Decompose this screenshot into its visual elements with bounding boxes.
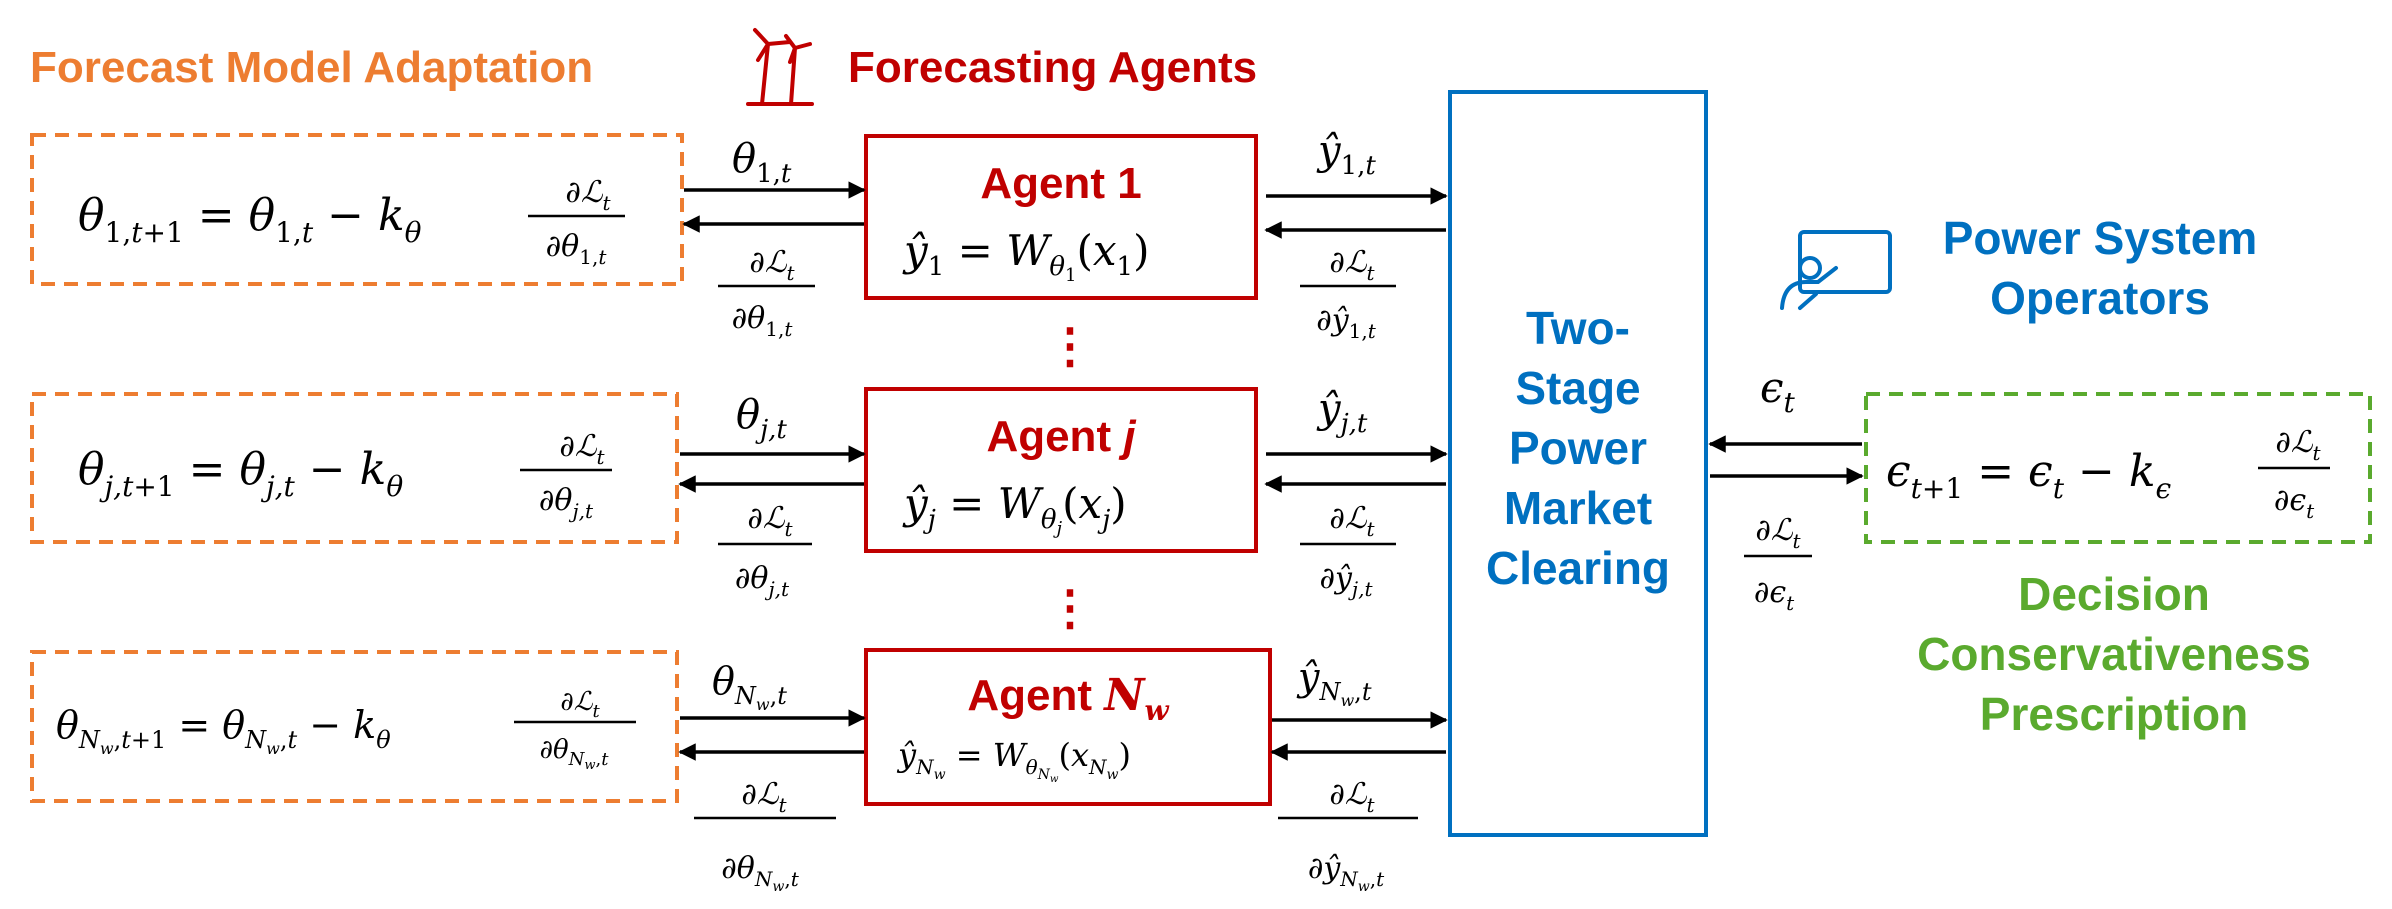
svg-text:∂θj,t: ∂θj,t xyxy=(539,483,594,523)
svg-text:∂ℒt: ∂ℒt xyxy=(741,777,787,817)
epsilon-grad: ∂ℒt ∂ϵt xyxy=(1744,513,1812,615)
param-grad-j: ∂ℒt ∂θj,t xyxy=(718,501,812,601)
forecast-grad-nw: ∂ℒt ∂ŷNw,t xyxy=(1278,777,1418,895)
param-grad-nw: ∂ℒt ∂θNw,t xyxy=(694,777,836,895)
param-grad-1: ∂ℒt ∂θ1,t xyxy=(718,245,815,341)
update-rule-nw: θNw,t+1 = θNw,t − kθ xyxy=(56,703,391,758)
param-label-j: θj,t xyxy=(736,392,787,445)
agent-box-1 xyxy=(864,134,1258,300)
agent-box-j xyxy=(864,387,1258,553)
wind-turbine-icon xyxy=(746,28,814,106)
svg-text:∂θNw,t: ∂θNw,t xyxy=(721,851,799,895)
decision-heading-line2: Conservativeness xyxy=(1917,628,2311,680)
ellipsis-upper: ⋮ xyxy=(1046,320,1094,373)
svg-text:∂ϵt: ∂ϵt xyxy=(2274,483,2315,523)
update-box-j xyxy=(30,392,679,544)
svg-text:∂θ1,t: ∂θ1,t xyxy=(546,229,608,269)
svg-text:∂ℒt: ∂ℒt xyxy=(565,175,611,215)
svg-text:∂ℒt: ∂ℒt xyxy=(1329,501,1375,541)
update-rule-1: θ1,t+1 = θ1,t − kθ xyxy=(78,190,422,249)
market-clearing-box xyxy=(1448,90,1708,837)
agent-equation-nw: ŷNw = WθNw(xNw) xyxy=(896,736,1131,785)
update-box-1 xyxy=(30,133,684,286)
svg-text:∂ŷj,t: ∂ŷj,t xyxy=(1319,561,1373,601)
operators-heading-line1: Power System xyxy=(1943,212,2257,264)
epsilon-label: ϵt xyxy=(1760,363,1796,419)
svg-text:∂θj,t: ∂θj,t xyxy=(735,561,790,601)
svg-text:∂ℒt: ∂ℒt xyxy=(1755,513,1801,553)
epsilon-update-rule: ϵt+1 = ϵt − kϵ xyxy=(1886,446,2171,505)
ellipsis-lower: ⋮ xyxy=(1046,582,1094,635)
param-label-nw: θNw,t xyxy=(712,659,787,714)
presenter-whiteboard-icon xyxy=(1780,230,1892,310)
svg-text:Two-: Two- xyxy=(1526,302,1630,354)
svg-text:∂ŷ1,t: ∂ŷ1,t xyxy=(1316,303,1377,343)
decision-heading-line3: Prescription xyxy=(1980,688,2248,740)
param-label-1: θ1,t xyxy=(732,136,792,189)
agent-equation-1: ŷ1 = Wθ1(x1) xyxy=(902,226,1149,286)
svg-text:∂ℒt: ∂ℒt xyxy=(749,245,795,285)
forecast-grad-j: ∂ℒt ∂ŷj,t xyxy=(1300,501,1396,601)
agent-title-nw: Agent Nw xyxy=(967,670,1169,727)
agent-title-1: Agent 1 xyxy=(980,159,1141,208)
svg-text:∂ℒt: ∂ℒt xyxy=(1329,777,1375,817)
svg-text:∂ℒt: ∂ℒt xyxy=(747,501,793,541)
agents-heading: Forecasting Agents xyxy=(848,43,1257,92)
svg-text:∂ℒt: ∂ℒt xyxy=(559,429,605,469)
update-rule-j: θj,t+1 = θj,t − kθ xyxy=(78,444,403,503)
update-fraction-nw: ∂ℒt ∂θNw,t xyxy=(514,687,636,773)
epsilon-update-fraction: ∂ℒt ∂ϵt xyxy=(2258,425,2330,523)
decision-heading-line1: Decision xyxy=(2018,568,2210,620)
agent-equation-j: ŷj = Wθj(xj) xyxy=(902,479,1127,539)
agent-box-nw xyxy=(864,648,1272,806)
svg-text:∂ℒt: ∂ℒt xyxy=(2275,425,2321,465)
update-fraction-1: ∂ℒt ∂θ1,t xyxy=(528,175,625,269)
update-box-nw xyxy=(30,650,679,803)
svg-text:Stage: Stage xyxy=(1515,362,1640,414)
update-fraction-j: ∂ℒt ∂θj,t xyxy=(520,429,612,523)
svg-text:∂θNw,t: ∂θNw,t xyxy=(540,735,610,773)
forecast-label-1: ŷ1,t xyxy=(1316,128,1376,181)
agent-title-j: Agent j xyxy=(986,412,1136,461)
svg-text:∂θ1,t: ∂θ1,t xyxy=(732,301,794,341)
svg-text:Market: Market xyxy=(1504,482,1652,534)
svg-text:∂ℒt: ∂ℒt xyxy=(560,687,600,722)
forecast-label-j: ŷj,t xyxy=(1316,386,1368,439)
forecast-label-nw: ŷNw,t xyxy=(1296,655,1372,710)
svg-text:∂ŷNw,t: ∂ŷNw,t xyxy=(1308,851,1385,895)
svg-text:∂ϵt: ∂ϵt xyxy=(1754,575,1795,615)
forecast-grad-1: ∂ℒt ∂ŷ1,t xyxy=(1300,245,1396,343)
adaptation-heading: Forecast Model Adaptation xyxy=(30,43,593,92)
epsilon-update-box xyxy=(1864,392,2372,544)
operators-heading-line2: Operators xyxy=(1990,272,2210,324)
svg-text:∂ℒt: ∂ℒt xyxy=(1329,245,1375,285)
svg-text:Power: Power xyxy=(1509,422,1647,474)
svg-text:Clearing: Clearing xyxy=(1486,542,1670,594)
market-clearing-label: Two- Stage Power Market Clearing xyxy=(1486,302,1670,594)
